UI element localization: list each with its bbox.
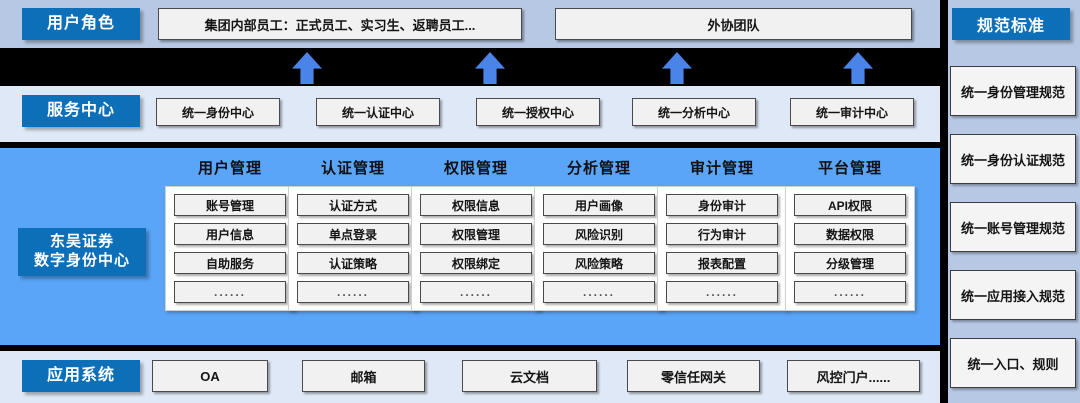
capability-cell: 用户信息: [174, 223, 286, 245]
capability-column-panel: 用户画像 风险识别 风险策略 ......: [534, 186, 664, 311]
capability-cell-more: ......: [420, 281, 532, 303]
standard-box: 统一身份管理规范: [950, 66, 1076, 116]
capability-column-panel: 账号管理 用户信息 自助服务 ......: [165, 186, 295, 311]
application-system-box: 云文档: [462, 360, 597, 392]
capability-column-title: 用户管理: [197, 160, 262, 177]
band-arrow-strip: [0, 48, 940, 86]
capability-cell: 账号管理: [174, 194, 286, 216]
core-label-line-2: 数字身份中心: [33, 252, 130, 269]
capability-column-panel: 身份审计 行为审计 报表配置 ......: [657, 186, 787, 311]
band-separator-top: [0, 142, 940, 148]
capability-cell-more: ......: [666, 281, 778, 303]
standards-rail-header: 规范标准: [952, 8, 1070, 40]
capability-column-title: 权限管理: [443, 160, 508, 177]
capability-column: 审计管理 身份审计 行为审计 报表配置 ......: [657, 158, 787, 311]
capability-column: 认证管理 认证方式 单点登录 认证策略 ......: [288, 158, 418, 311]
capability-cell: 行为审计: [666, 223, 778, 245]
application-system-box: 零信任网关: [627, 360, 760, 392]
capability-cell: 权限绑定: [420, 252, 532, 274]
standard-box: 统一入口、规则: [950, 338, 1076, 388]
capability-cell: 自助服务: [174, 252, 286, 274]
capability-column: 用户管理 账号管理 用户信息 自助服务 ......: [165, 158, 295, 311]
capability-column: 平台管理 API权限 数据权限 分级管理 ......: [785, 158, 915, 311]
service-center-box: 统一认证中心: [316, 98, 440, 126]
capability-cell: 报表配置: [666, 252, 778, 274]
band-separator-bottom: [0, 345, 940, 351]
standard-box: 统一应用接入规范: [950, 270, 1076, 320]
service-center-box: 统一身份中心: [156, 98, 280, 126]
capability-cell: 风险策略: [543, 252, 655, 274]
standard-box: 统一身份认证规范: [950, 134, 1076, 184]
capability-cell: 权限信息: [420, 194, 532, 216]
application-system-box: 风控门户......: [787, 360, 920, 392]
capability-cell: 风险识别: [543, 223, 655, 245]
capability-column: 权限管理 权限信息 权限管理 权限绑定 ......: [411, 158, 541, 311]
row-label-application-systems: 应用系统: [22, 360, 140, 392]
user-role-box: 外协团队: [555, 8, 912, 40]
row-label-service-center: 服务中心: [22, 95, 140, 127]
service-center-box: 统一审计中心: [790, 98, 914, 126]
capability-column-title: 平台管理: [817, 160, 882, 177]
capability-cell: 分级管理: [794, 252, 906, 274]
capability-column-title: 分析管理: [566, 160, 631, 177]
capability-cell-more: ......: [543, 281, 655, 303]
capability-column-title: 审计管理: [689, 160, 754, 177]
capability-cell: 认证策略: [297, 252, 409, 274]
standard-box: 统一账号管理规范: [950, 202, 1076, 252]
capability-cell: 用户画像: [543, 194, 655, 216]
service-center-box: 统一授权中心: [476, 98, 600, 126]
capability-cell: 身份审计: [666, 194, 778, 216]
capability-column-panel: 权限信息 权限管理 权限绑定 ......: [411, 186, 541, 311]
application-system-box: 邮箱: [302, 360, 425, 392]
row-label-digital-identity-center: 东吴证券 数字身份中心: [18, 228, 146, 276]
user-role-box: 集团内部员工：正式员工、实习生、返聘员工...: [158, 8, 522, 40]
capability-cell: 数据权限: [794, 223, 906, 245]
capability-cell-more: ......: [794, 281, 906, 303]
capability-cell-more: ......: [297, 281, 409, 303]
row-label-user-roles: 用户角色: [22, 8, 140, 40]
core-label-line-1: 东吴证券: [49, 233, 114, 251]
capability-cell-more: ......: [174, 281, 286, 303]
capability-column-title: 认证管理: [320, 160, 385, 177]
capability-cell: 权限管理: [420, 223, 532, 245]
capability-column-panel: API权限 数据权限 分级管理 ......: [785, 186, 915, 311]
capability-cell: 认证方式: [297, 194, 409, 216]
capability-column-panel: 认证方式 单点登录 认证策略 ......: [288, 186, 418, 311]
capability-cell: 单点登录: [297, 223, 409, 245]
service-center-box: 统一分析中心: [632, 98, 756, 126]
application-system-box: OA: [152, 360, 268, 392]
capability-cell: API权限: [794, 194, 906, 216]
capability-column: 分析管理 用户画像 风险识别 风险策略 ......: [534, 158, 664, 311]
